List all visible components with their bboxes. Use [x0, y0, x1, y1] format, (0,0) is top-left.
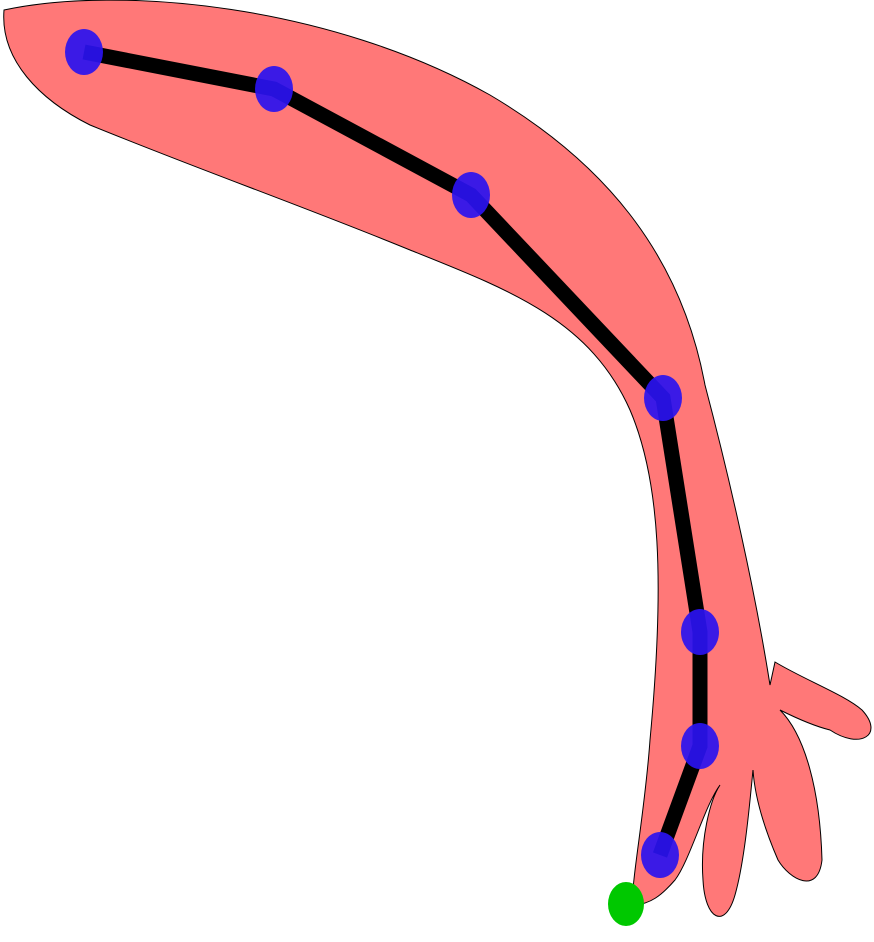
joints-group	[65, 29, 719, 878]
joint-5	[681, 609, 719, 655]
joint-2	[255, 66, 293, 112]
joint-6	[681, 723, 719, 769]
joint-4	[644, 375, 682, 421]
joint-3	[452, 172, 490, 218]
root-marker	[608, 882, 644, 926]
joint-7	[641, 832, 679, 878]
joint-1	[65, 29, 103, 75]
